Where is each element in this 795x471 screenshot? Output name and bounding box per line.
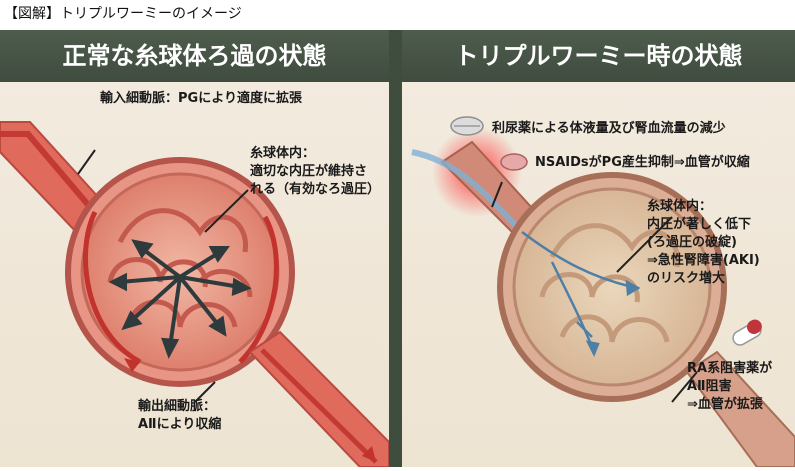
panel-normal: 正常な糸球体ろ過の状態	[0, 30, 389, 467]
pressure-arrows	[108, 239, 252, 359]
label-glomerulus-low: 糸球体内： 内圧が著しく低下 (ろ過圧の破綻) ⇒急性腎障害(AKI) のリスク…	[647, 199, 760, 286]
efferent-arteriole	[248, 330, 389, 467]
figure-caption: 【図解】トリプルワーミーのイメージ	[4, 6, 242, 22]
triple-whammy-illustration	[411, 116, 795, 467]
ras-inhibitor-capsule-icon	[732, 319, 762, 346]
panel-title-triple-whammy: トリプルワーミー時の状態	[402, 30, 795, 82]
normal-glomerulus-illustration	[0, 121, 389, 467]
label-afferent-arteriole: 輸入細動脈：PGにより適度に拡張	[100, 91, 302, 106]
label-diuretic: 利尿薬による体液量及び腎血流量の減少	[492, 121, 726, 136]
label-nsaids: NSAIDsがPG産生抑制⇒血管が収縮	[535, 155, 750, 170]
capillary-loops	[107, 208, 253, 328]
panel-title-normal: 正常な糸球体ろ過の状態	[0, 30, 389, 82]
panel-divider	[389, 30, 402, 467]
nsaids-pill-icon	[500, 153, 528, 171]
efferent-arteriole-dilated	[685, 350, 795, 467]
label-efferent-arteriole: 輸出細動脈： AⅡにより収縮	[138, 399, 222, 432]
label-glomerulus-normal: 糸球体内： 適切な内圧が維持さ れる（有効なろ過圧）	[250, 146, 381, 197]
weak-flow-arrows	[521, 230, 641, 358]
capillary-loops-low	[539, 223, 681, 343]
panel-triple-whammy: トリプルワーミー時の状態	[402, 30, 795, 467]
label-ras-inhibitor: RA系阻害薬が AⅡ阻害 ⇒血管が拡張	[687, 361, 773, 412]
